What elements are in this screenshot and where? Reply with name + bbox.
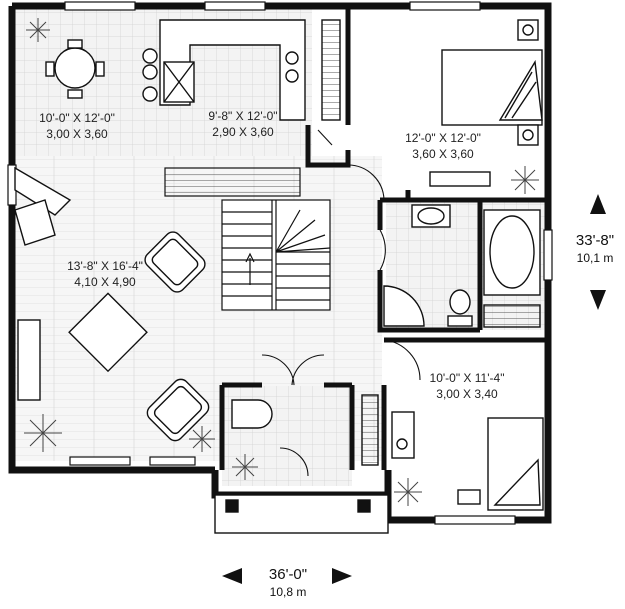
staircase: [164, 167, 331, 311]
bedroom-1-label: 12'-0" X 12'-0" 3,60 X 3,60: [388, 130, 498, 162]
bedroom-2-furniture: [361, 394, 544, 511]
depth-imperial: 33'-8": [575, 232, 615, 249]
kitchen-metric: 2,90 X 3,60: [212, 125, 274, 139]
width-imperial: 36'-0": [268, 566, 308, 583]
living-label: 13'-8" X 16'-4" 4,10 X 4,90: [45, 258, 165, 290]
living-metric: 4,10 X 4,90: [74, 275, 136, 289]
foyer-chair: [231, 399, 273, 429]
kitchen-imperial: 9'-8" X 12'-0": [208, 109, 278, 123]
depth-metric: 10,1 m: [576, 251, 614, 265]
bedroom-1-metric: 3,60 X 3,60: [412, 147, 474, 161]
kitchen-label: 9'-8" X 12'-0" 2,90 X 3,60: [188, 108, 298, 140]
living-imperial: 13'-8" X 16'-4": [67, 259, 143, 273]
bedroom-1-furniture: [321, 19, 543, 187]
kitchen-counters: [142, 19, 306, 121]
dining-imperial: 10'-0" X 12'-0": [39, 111, 115, 125]
interior-walls: [219, 6, 548, 470]
bedroom-2-label: 10'-0" X 11'-4" 3,00 X 3,40: [412, 370, 522, 402]
dining-label: 10'-0" X 12'-0" 3,00 X 3,60: [22, 110, 132, 142]
dining-metric: 3,00 X 3,60: [46, 127, 108, 141]
doors: [261, 129, 421, 477]
width-dimension: 36'-0" 10,8 m: [248, 566, 328, 600]
bedroom-1-imperial: 12'-0" X 12'-0": [405, 131, 481, 145]
width-metric: 10,8 m: [269, 585, 307, 599]
plants: [24, 18, 539, 506]
width-dimension-arrows: [222, 568, 352, 584]
living-furniture: [14, 166, 210, 442]
windows: [7, 1, 553, 525]
depth-dimension-arrows: [590, 194, 606, 310]
bathroom-fixtures: [383, 204, 541, 328]
bedroom-2-imperial: 10'-0" X 11'-4": [429, 371, 505, 385]
dining-table: [45, 39, 105, 99]
bedroom-2-metric: 3,00 X 3,40: [436, 387, 498, 401]
depth-dimension: 33'-8" 10,1 m: [560, 232, 625, 266]
entry-porch: [214, 494, 389, 534]
